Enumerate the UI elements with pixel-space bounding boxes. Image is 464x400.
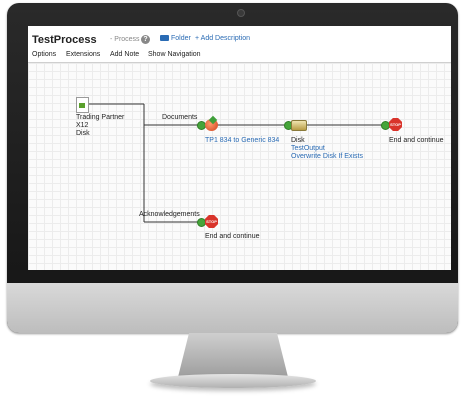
folder-link-label: Folder: [171, 35, 191, 42]
camera: [237, 9, 245, 17]
monitor-bezel: TestProcess - Process ? Folder + Add Des…: [7, 3, 458, 333]
start-label: Trading Partner X12 Disk: [76, 114, 124, 138]
stop-icon[interactable]: STOP: [389, 118, 402, 131]
monitor-chin: [7, 283, 458, 333]
stop-top-label: End and continue: [389, 137, 444, 144]
connector-dot[interactable]: [197, 218, 206, 227]
disk-step-line-2[interactable]: TestOutput: [291, 145, 325, 152]
screen: TestProcess - Process ? Folder + Add Des…: [28, 26, 451, 270]
start-line-1: Trading Partner: [76, 114, 125, 121]
menu-extensions[interactable]: Extensions: [66, 51, 101, 58]
map-step-icon[interactable]: [205, 119, 218, 131]
menu-options[interactable]: Options: [32, 51, 57, 58]
disk-step-line-3[interactable]: Overwrite Disk If Exists: [291, 153, 363, 160]
help-icon[interactable]: ?: [141, 35, 150, 44]
monitor-base: [150, 374, 316, 388]
disk-step-label: Disk TestOutput Overwrite Disk If Exists: [291, 137, 363, 161]
disk-step-line-1: Disk: [291, 137, 305, 144]
disk-step-icon[interactable]: [291, 120, 307, 131]
menu-add-note[interactable]: Add Note: [110, 51, 140, 58]
app-header: TestProcess - Process ? Folder + Add Des…: [28, 26, 451, 63]
start-line-2: X12: [76, 122, 89, 129]
flow-connectors: [88, 103, 382, 223]
start-document-icon[interactable]: [76, 97, 89, 113]
monitor-stand: [178, 333, 288, 377]
stop-icon[interactable]: STOP: [205, 215, 218, 228]
connector-dot[interactable]: [381, 121, 390, 130]
menu-bar: Options Extensions Add Note Show Navigat…: [28, 50, 451, 63]
branch-acknowledgements-label: Acknowledgements: [139, 211, 200, 218]
page-subtitle: - Process: [110, 36, 140, 43]
start-line-3: Disk: [76, 130, 90, 137]
page-title: TestProcess: [32, 34, 97, 46]
menu-show-navigation[interactable]: Show Navigation: [148, 51, 201, 58]
folder-link[interactable]: Folder: [160, 35, 191, 42]
folder-icon: [160, 35, 169, 41]
add-description-link[interactable]: + Add Description: [195, 35, 251, 42]
branch-documents-label: Documents: [162, 114, 198, 121]
map-step-label[interactable]: TP1 834 to Generic 834: [205, 137, 280, 144]
process-canvas[interactable]: Trading Partner X12 Disk Documents Ackno…: [28, 63, 451, 270]
stop-bottom-label: End and continue: [205, 233, 260, 240]
